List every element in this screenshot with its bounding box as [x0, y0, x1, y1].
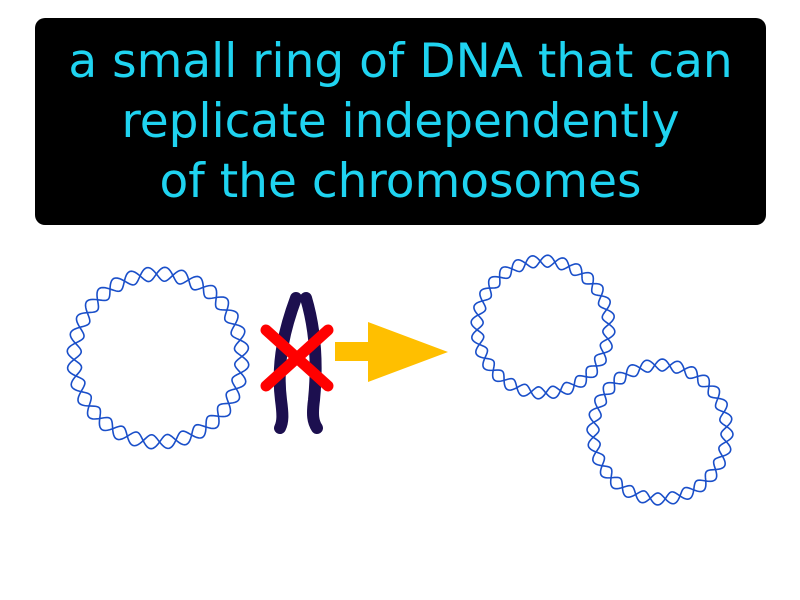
dna-strand-1 — [470, 255, 616, 399]
chromosome-icon — [273, 292, 323, 434]
dna-strand-2 — [471, 254, 615, 400]
caption-box: a small ring of DNA that can replicate i… — [35, 18, 766, 225]
cross-stroke-2 — [260, 324, 334, 392]
caption-text: a small ring of DNA that can replicate i… — [68, 32, 732, 212]
caption-line-3: of the chromosomes — [159, 153, 642, 209]
caption-line-2: replicate independently — [121, 93, 680, 149]
caption-line-1: a small ring of DNA that can — [68, 33, 733, 89]
arrow-shaft — [335, 342, 373, 361]
arrow-head — [368, 322, 448, 382]
replicated-plasmid-2-icon — [586, 358, 734, 506]
chromatid-right — [300, 292, 323, 434]
dna-strand-2 — [66, 266, 250, 450]
arrow-right-icon — [335, 322, 448, 382]
dna-strand-1 — [66, 266, 250, 450]
replicated-plasmid-1-icon — [470, 254, 616, 400]
plasmid-replication-illustration — [66, 254, 734, 506]
chromatid-left — [273, 292, 302, 434]
dna-strand-2 — [587, 358, 733, 506]
dna-strand-1 — [586, 359, 734, 505]
cross-icon — [260, 324, 334, 392]
original-plasmid-icon — [66, 266, 250, 450]
